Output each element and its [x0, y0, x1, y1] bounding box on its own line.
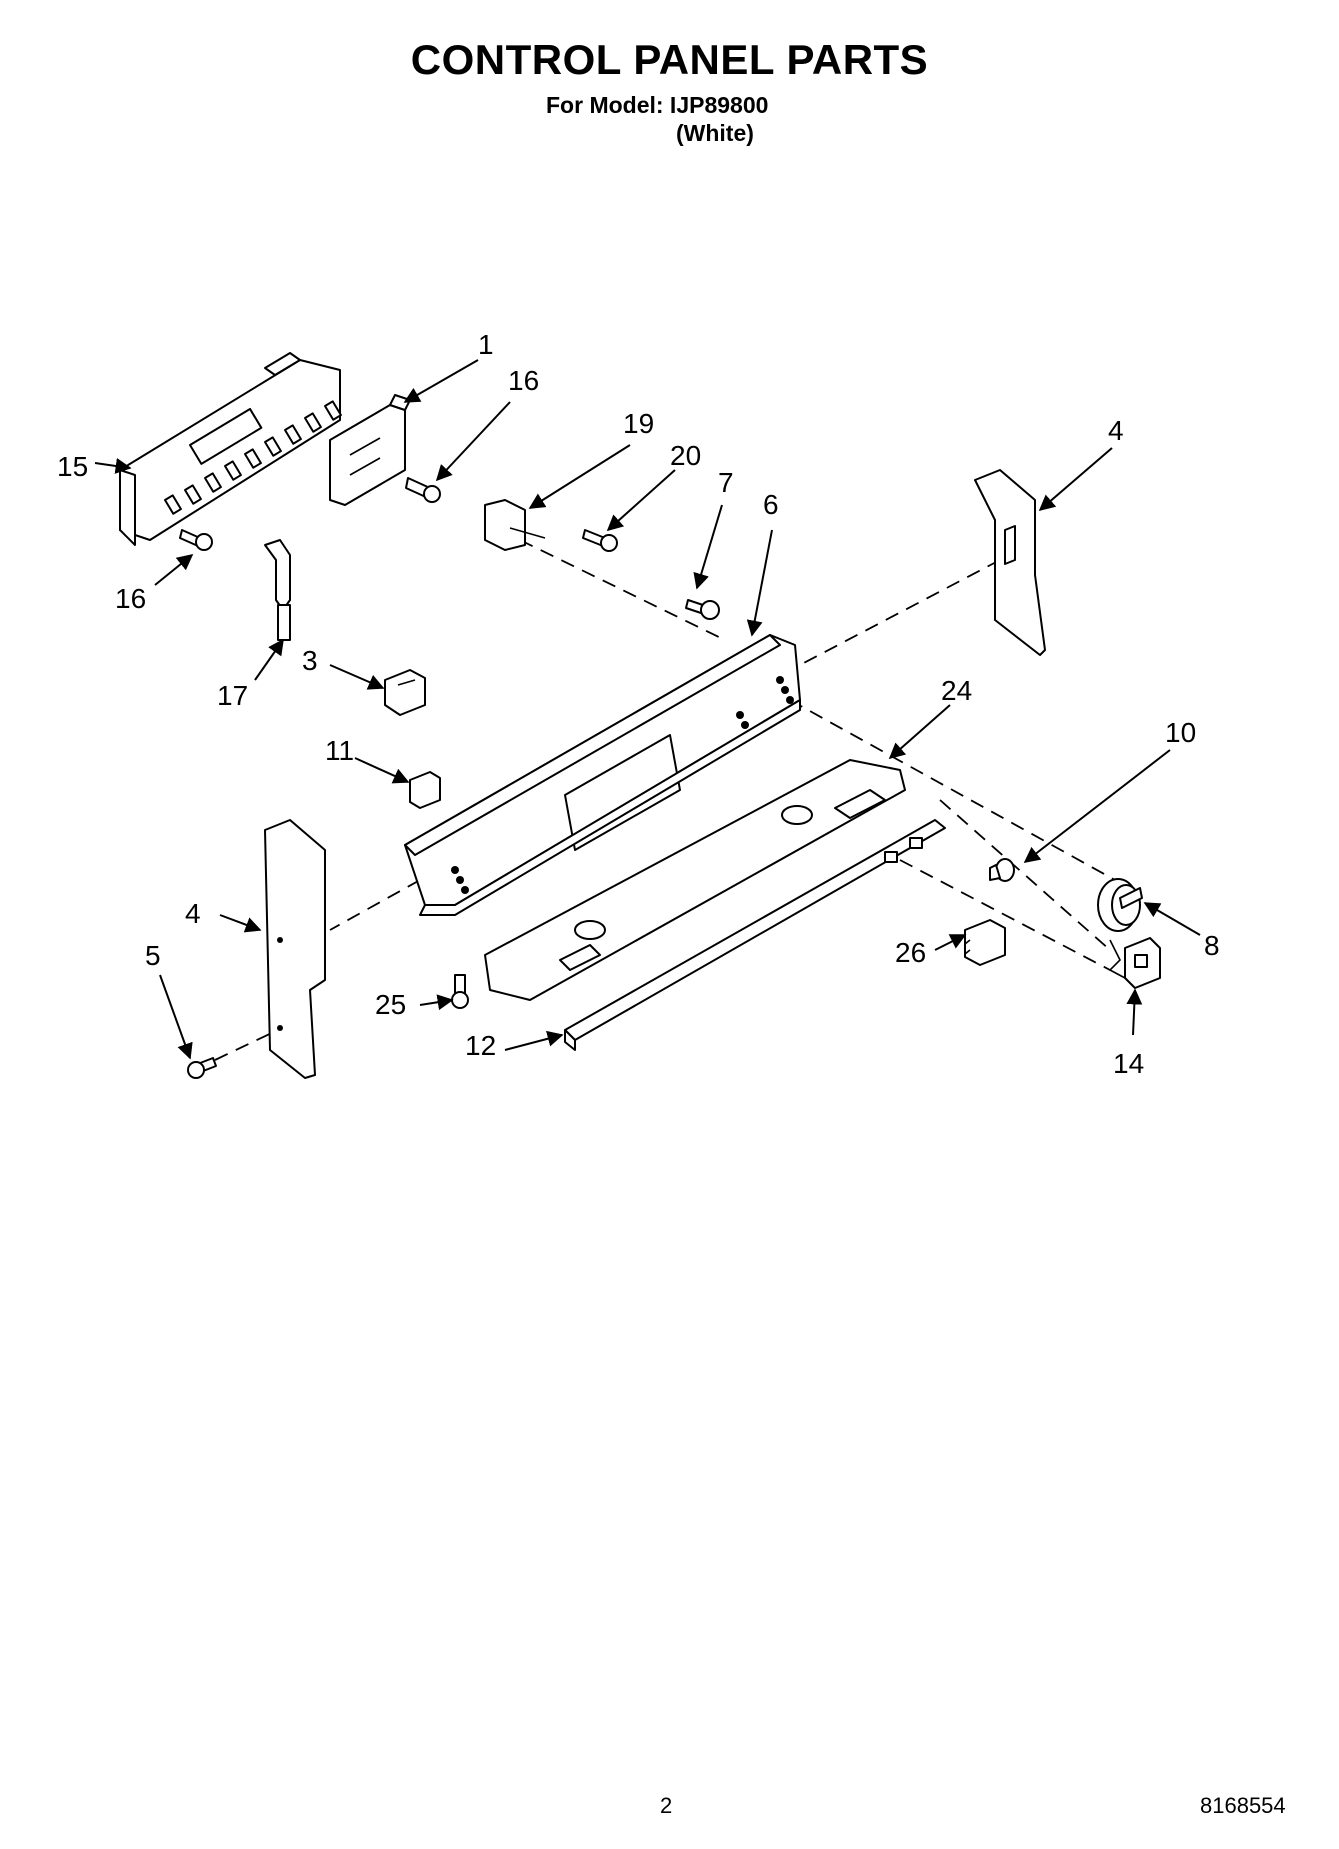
callout-8: 8	[1204, 930, 1220, 961]
part-24-tray	[484, 759, 906, 1001]
callout-5: 5	[145, 940, 161, 971]
part-6-control-panel	[404, 634, 801, 916]
callout-12: 12	[465, 1030, 496, 1061]
part-8-knob	[1097, 878, 1143, 932]
part-19-component	[484, 499, 546, 551]
part-14-receptacle	[1108, 937, 1161, 989]
callout-4-a: 4	[1108, 415, 1124, 446]
callout-6: 6	[763, 489, 779, 520]
part-10-plug	[989, 858, 1015, 882]
callout-11: 11	[325, 735, 354, 766]
part-17-clip	[264, 539, 291, 641]
page-title: CONTROL PANEL PARTS	[410, 36, 929, 83]
page-number: 2	[660, 1793, 673, 1818]
callout-17: 17	[217, 680, 248, 711]
part-1-bracket	[329, 394, 411, 506]
part-26-switch	[964, 919, 1006, 966]
part-7-screw	[685, 599, 720, 620]
callout-labels: 1 16 15 16 19 20 7 6 4 17 3 24 10 11 4 5…	[57, 329, 1220, 1079]
part-16-screw-b	[179, 529, 213, 551]
part-11-clip	[409, 771, 441, 809]
callout-26: 26	[895, 937, 926, 968]
part-5-screw	[187, 1057, 217, 1079]
model-line: For Model: IJP89800	[546, 92, 769, 118]
callout-3: 3	[302, 645, 318, 676]
part-3-switch	[384, 669, 426, 716]
document-number: 8168554	[1200, 1793, 1286, 1818]
part-20-screw	[582, 529, 618, 552]
callout-16-a: 16	[508, 365, 539, 396]
part-25-screw	[451, 974, 469, 1009]
part-16-screw-a	[405, 477, 441, 503]
assembly-lines	[214, 539, 1116, 1061]
callout-14: 14	[1113, 1048, 1144, 1079]
callout-4-b: 4	[185, 898, 201, 929]
leader-arrows	[94, 359, 1201, 1060]
callout-10: 10	[1165, 717, 1196, 748]
callout-16-b: 16	[115, 583, 146, 614]
callout-19: 19	[623, 408, 654, 439]
callout-24: 24	[941, 675, 972, 706]
callout-15: 15	[57, 451, 88, 482]
part-12-rail	[564, 819, 946, 1051]
part-4-end-cap-right	[974, 469, 1046, 656]
callout-7: 7	[718, 467, 734, 498]
callout-1: 1	[478, 329, 494, 360]
color-line: (White)	[676, 120, 754, 146]
callout-25: 25	[375, 989, 406, 1020]
callout-20: 20	[670, 440, 701, 471]
part-4-end-cap-left	[264, 819, 326, 1079]
part-15-control-board	[119, 352, 342, 546]
